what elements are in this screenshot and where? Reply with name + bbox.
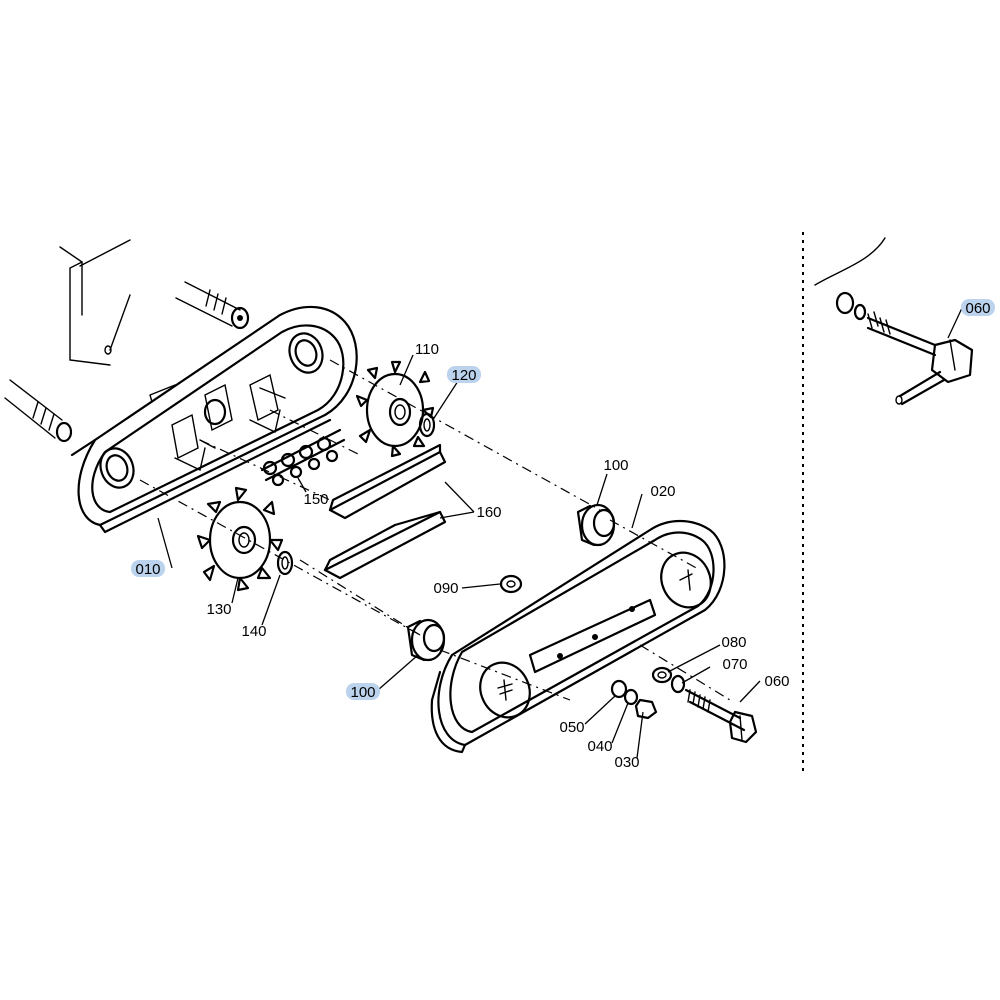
callout-130[interactable]: 130 [206,601,231,618]
callout-140-label: 140 [241,623,266,640]
washer-080 [651,666,673,684]
callout-100-upper-label: 100 [603,457,628,474]
bearing-100-upper [576,503,616,547]
callout-150-label: 150 [303,491,328,508]
bearing-100-lower [406,618,446,662]
washer-090 [499,574,523,594]
callout-130-label: 130 [206,601,231,618]
nut-030 [634,698,658,720]
callout-090-label: 090 [433,580,458,597]
callout-100-lower-label: 100 [350,684,375,701]
callout-090[interactable]: 090 [433,580,458,597]
washer-050 [610,679,628,699]
assembly-axis-lines [139,359,731,701]
callout-060-pin-label: 060 [965,300,990,317]
callout-070-label: 070 [722,656,747,673]
collar-140 [276,550,294,576]
callout-030-label: 030 [614,754,639,771]
callout-100-lower[interactable]: 100 [346,683,380,701]
chain-cover-020 [430,520,726,754]
callout-030[interactable]: 030 [614,754,639,771]
callout-020[interactable]: 020 [650,483,675,500]
callout-060-bolt[interactable]: 060 [764,673,789,690]
callout-080-label: 080 [721,634,746,651]
collar-120 [418,412,436,438]
callout-020-label: 020 [650,483,675,500]
guide-plate-160-upper [328,443,447,520]
chain-case-010 [70,305,358,534]
callout-040[interactable]: 040 [587,738,612,755]
callout-100-upper[interactable]: 100 [603,457,628,474]
chain-150 [260,428,346,487]
callout-040-label: 040 [587,738,612,755]
washer-070 [670,674,686,694]
callout-110[interactable]: 110 [415,341,439,358]
callout-120[interactable]: 120 [447,366,481,384]
callout-070[interactable]: 070 [722,656,747,673]
callout-080[interactable]: 080 [721,634,746,651]
callout-160-label: 160 [476,504,501,521]
callout-050[interactable]: 050 [559,719,584,736]
guide-plate-160-lower [323,510,447,580]
washer-040 [623,688,639,706]
callout-060-bolt-label: 060 [764,673,789,690]
frame-bracket [59,239,131,366]
sprocket-130 [196,486,284,592]
callout-010-label: 010 [135,561,160,578]
callout-150[interactable]: 150 [303,491,328,508]
sprocket-110 [355,360,435,458]
tension-pin-060-detail [814,237,974,406]
leader-lines [157,307,963,759]
callout-010[interactable]: 010 [131,560,165,578]
callout-160[interactable]: 160 [476,504,501,521]
upper-drive-shaft [175,281,250,330]
lower-drive-shaft [4,379,73,443]
callout-110-label: 110 [415,341,439,358]
callout-140[interactable]: 140 [241,623,266,640]
callout-060-pin[interactable]: 060 [961,299,995,317]
callout-050-label: 050 [559,719,584,736]
callout-120-label: 120 [451,367,476,384]
bolt-060 [684,688,758,744]
